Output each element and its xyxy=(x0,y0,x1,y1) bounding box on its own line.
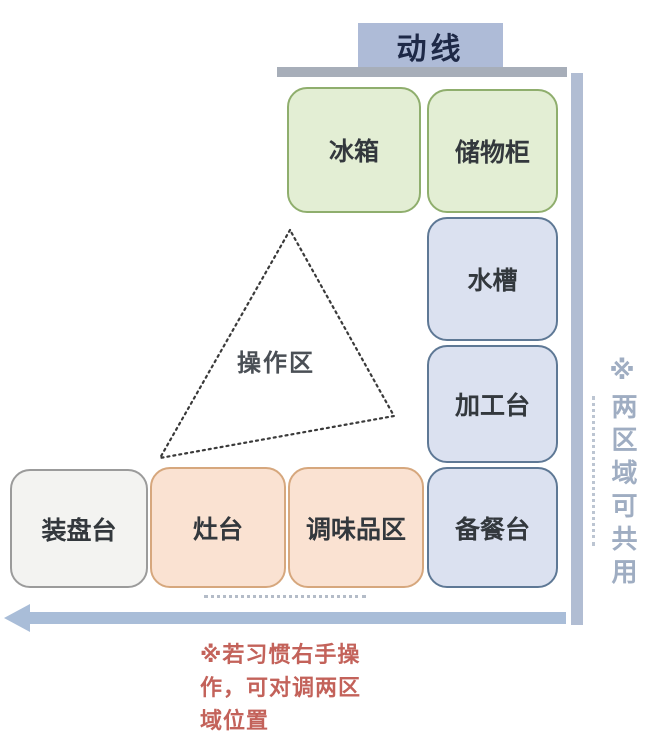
flow-arrow-shaft xyxy=(26,612,566,624)
flow-line-banner: 动线 xyxy=(358,23,503,68)
shared-zone-note: ※两区域可共用 xyxy=(608,356,638,591)
station-storage-cabinet: 储物柜 xyxy=(427,89,558,213)
station-stove-label: 灶台 xyxy=(192,515,243,544)
station-sink: 水槽 xyxy=(427,217,558,341)
right-wall-bar xyxy=(571,73,583,625)
work-triangle-outline xyxy=(157,227,396,460)
station-plating-counter: 装盘台 xyxy=(10,469,148,588)
station-condiment-area-label: 调味品区 xyxy=(305,515,406,544)
shared-zone-dotted-guide xyxy=(592,396,595,546)
station-stove: 灶台 xyxy=(150,467,286,588)
station-plating-counter-label: 装盘台 xyxy=(41,516,117,545)
flow-line-title: 动线 xyxy=(396,32,465,66)
swap-zone-dotted-guide xyxy=(204,595,366,598)
station-serving-counter: 备餐台 xyxy=(427,467,558,588)
right-hand-swap-note: ※若习惯右手操 作，可对调两区 域位置 xyxy=(200,638,410,737)
station-prep-counter-label: 加工台 xyxy=(454,392,530,420)
station-prep-counter: 加工台 xyxy=(427,345,558,463)
top-wall-bar xyxy=(277,67,567,77)
station-fridge: 冰箱 xyxy=(287,87,421,213)
station-condiment-area: 调味品区 xyxy=(288,467,424,588)
right-hand-swap-note-line2: 作，可对调两区 xyxy=(200,675,362,700)
station-serving-counter-label: 备餐台 xyxy=(454,515,530,544)
station-storage-cabinet-label: 储物柜 xyxy=(454,139,530,167)
left-arrow-icon xyxy=(4,604,30,632)
right-hand-swap-note-line3: 域位置 xyxy=(200,708,270,733)
station-sink-label: 水槽 xyxy=(467,267,518,295)
station-fridge-label: 冰箱 xyxy=(328,138,379,166)
work-triangle-label: 操作区 xyxy=(237,350,315,377)
right-hand-swap-note-line1: ※若习惯右手操 xyxy=(200,642,361,667)
